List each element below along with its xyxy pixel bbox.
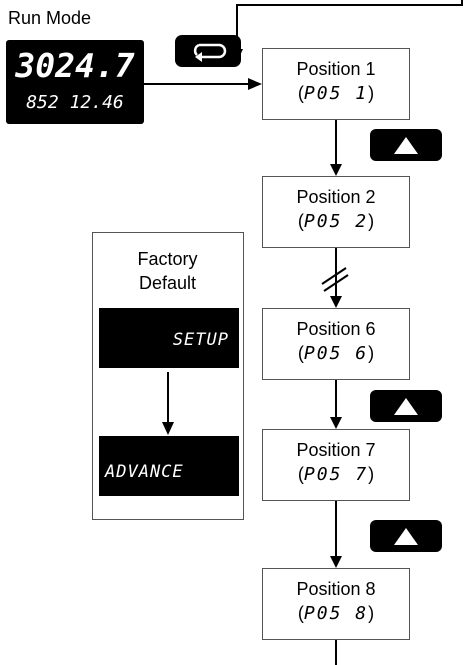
pos1-pos2-arrowhead	[330, 164, 342, 176]
position-7-label: Position 7	[296, 440, 376, 460]
loop-arrow-icon	[193, 43, 227, 62]
position-7-code: (P05 7)	[297, 464, 375, 485]
setup-advance-arrowhead	[162, 422, 174, 435]
triangle-up-icon	[394, 137, 418, 154]
up-button-3[interactable]	[370, 520, 442, 552]
position-6-code: (P05 6)	[297, 343, 375, 364]
run-mode-title: Run Mode	[8, 8, 92, 28]
loop-back-line	[236, 0, 463, 58]
break-mark-2	[323, 274, 349, 292]
position-8-label: Position 8	[296, 579, 376, 599]
position-1-label: Position 1	[296, 59, 376, 79]
pos6-pos7-arrowhead	[330, 417, 342, 429]
factory-default-title: Factory Default	[137, 249, 198, 293]
setup-display: SETUP	[99, 308, 239, 368]
position-1-code: (P05 1)	[297, 83, 375, 104]
break-mark-1	[321, 267, 347, 285]
up-button-2[interactable]	[370, 390, 442, 422]
advance-display-text: ADVANCE	[105, 462, 184, 482]
position-6-box: Position 6 (P05 6)	[262, 308, 410, 380]
position-8-box: Position 8 (P05 8)	[262, 568, 410, 640]
up-button-1[interactable]	[370, 129, 442, 161]
setup-display-text: SETUP	[172, 330, 229, 350]
triangle-up-icon	[394, 398, 418, 415]
triangle-up-icon	[394, 528, 418, 545]
run-mode-main-value: 3024.7	[15, 46, 135, 85]
run-mode-sub-value: 852 12.46	[26, 92, 124, 113]
pos2-pos6-arrowhead	[330, 296, 342, 308]
position-2-box: Position 2 (P05 2)	[262, 176, 410, 248]
position-2-label: Position 2	[296, 187, 376, 207]
position-1-box: Position 1 (P05 1)	[262, 48, 410, 120]
advance-display: ADVANCE	[99, 436, 239, 496]
run-to-pos1-arrowhead	[248, 78, 262, 90]
pos7-pos8-arrowhead	[330, 556, 342, 568]
position-7-box: Position 7 (P05 7)	[262, 429, 410, 501]
run-mode-display: 3024.7 852 12.46	[6, 40, 144, 124]
factory-default-box: Factory Default SETUP ADVANCE	[92, 232, 244, 520]
loop-button[interactable]	[175, 35, 241, 67]
position-8-code: (P05 8)	[297, 603, 375, 624]
position-6-label: Position 6	[296, 319, 376, 339]
position-2-code: (P05 2)	[297, 211, 375, 232]
